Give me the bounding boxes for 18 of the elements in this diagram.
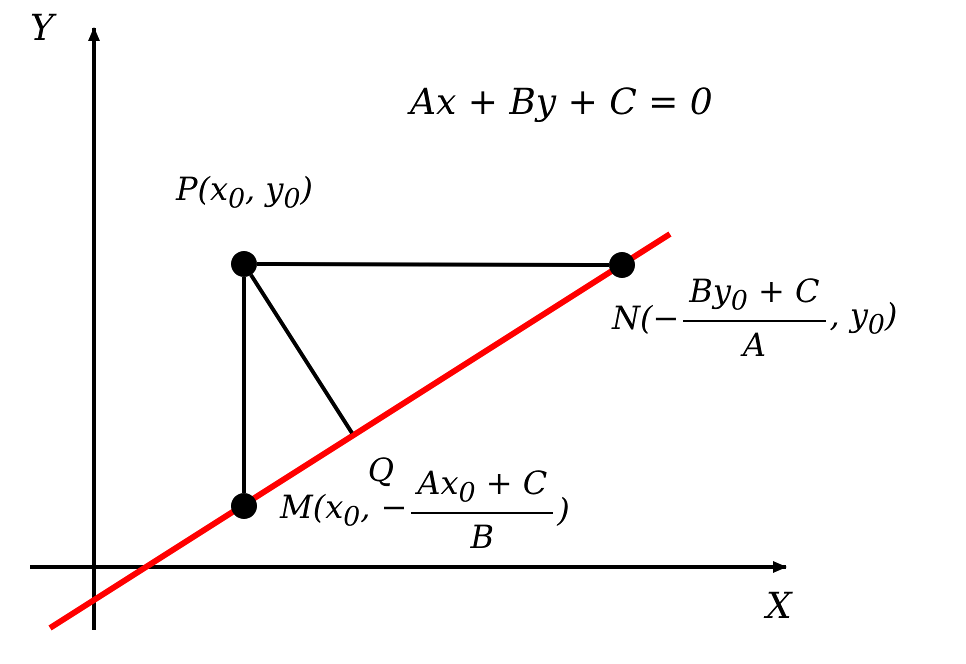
point-label: , y$_{0}$) <box>830 296 898 340</box>
axis-label: Y <box>30 8 54 49</box>
fraction-denominator: A <box>742 325 766 364</box>
point-label: M(x$_{0}$, − <box>280 488 408 532</box>
fraction-numerator: By$_{0}$ + C <box>683 272 826 322</box>
point-dot <box>231 493 257 519</box>
point-dot <box>609 252 635 278</box>
line-segment <box>257 262 609 267</box>
point-dot <box>231 251 257 277</box>
point-label: P(x$_{0}$, y$_{0}$) <box>176 170 313 214</box>
fraction-numerator: Ax$_{0}$ + C <box>411 464 554 514</box>
point-label: ) <box>557 491 570 530</box>
point-label: N(− <box>612 299 680 338</box>
axis-label: X <box>766 586 792 627</box>
fraction-denominator: B <box>470 517 494 556</box>
point-label: Q <box>368 451 394 489</box>
line-segment <box>249 274 354 434</box>
line-segment <box>242 277 246 493</box>
